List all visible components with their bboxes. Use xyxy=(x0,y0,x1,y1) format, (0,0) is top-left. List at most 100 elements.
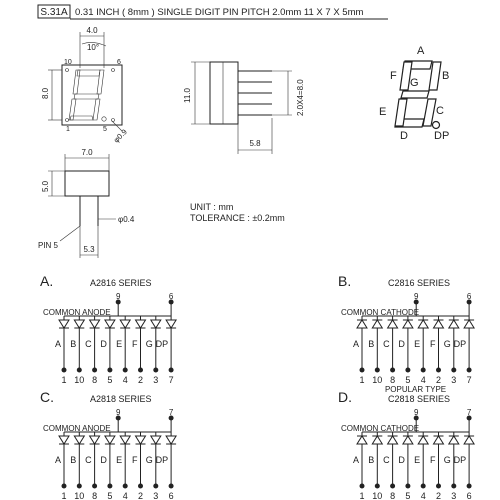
circuit-segment-label: DP xyxy=(454,339,467,349)
diode-terminal xyxy=(451,483,457,489)
circuit-common-terminal xyxy=(413,415,419,421)
front-dim-width: 4.0 xyxy=(86,26,98,35)
seg-label-dp: DP xyxy=(434,130,449,142)
circuit-segment-label: F xyxy=(132,455,138,465)
segment-c xyxy=(422,98,437,127)
circuit-segment-label: C xyxy=(383,455,390,465)
seg-label-b: B xyxy=(442,70,449,82)
circuit-pin-number: 3 xyxy=(153,375,158,385)
circuit-common-label: COMMON CATHODE xyxy=(341,308,419,317)
seg-label-c: C xyxy=(436,105,444,117)
diode-terminal xyxy=(451,367,457,373)
front-view-body xyxy=(61,64,123,126)
circuit-pin-number: 8 xyxy=(92,491,97,500)
circuit-pin-number: 3 xyxy=(153,491,158,500)
diode-terminal xyxy=(122,483,128,489)
circuit-common-pin: 9 xyxy=(414,408,419,417)
circuit-dp-terminal xyxy=(168,299,174,305)
circuit-pin-number: 6 xyxy=(169,491,174,500)
circuit-segment-label: E xyxy=(116,455,122,465)
circuit-segment-label: A xyxy=(353,455,359,465)
circuit-segment-label: G xyxy=(444,455,451,465)
circuit-series: C2818 SERIES xyxy=(388,394,450,404)
circuit-segment-label: E xyxy=(116,339,122,349)
seg-label-e: E xyxy=(379,106,386,118)
circuit-pin-number: 4 xyxy=(123,491,128,500)
circuit-pin-number: 3 xyxy=(451,375,456,385)
circuit-pin-number: 5 xyxy=(405,491,410,500)
circuit-pin-number: 5 xyxy=(107,491,112,500)
led-diode xyxy=(417,319,430,329)
circuit-segment-label: G xyxy=(444,339,451,349)
circuit-common-terminal xyxy=(413,299,419,305)
side-view-body xyxy=(209,61,239,125)
circuit-pin-number: 2 xyxy=(138,491,143,500)
led-diode xyxy=(103,319,116,329)
circuit-pin-number: 8 xyxy=(92,375,97,385)
led-diode xyxy=(356,319,368,329)
seg-label-a: A xyxy=(417,45,425,57)
front-pin-1: 1 xyxy=(66,126,70,133)
seg-label-f: F xyxy=(390,70,397,82)
diode-terminal xyxy=(61,483,67,489)
circuit-pin-number: 1 xyxy=(359,491,364,500)
diode-terminal xyxy=(466,483,472,489)
circuit-dp-pin: 6 xyxy=(467,292,472,301)
diode-terminal xyxy=(374,367,380,373)
segment-e xyxy=(394,98,408,127)
diode-terminal xyxy=(168,483,174,489)
diode-terminal xyxy=(405,483,411,489)
front-view-digit xyxy=(65,68,115,122)
diode-terminal xyxy=(420,367,426,373)
unit-note: UNIT : mm xyxy=(190,202,233,212)
tolerance-note: TOLERANCE : ±0.2mm xyxy=(190,213,285,223)
side-dim-height: 11.0 xyxy=(183,87,192,103)
circuit-pin-number: 1 xyxy=(61,375,66,385)
circuit-segment-label: DP xyxy=(156,455,169,465)
circuit-segment-label: F xyxy=(430,455,436,465)
header: S.31A 0.31 INCH ( 8mm ) SINGLE DIGIT PIN… xyxy=(37,4,388,20)
led-diode xyxy=(401,435,414,445)
circuit-segment-label: D xyxy=(100,455,107,465)
circuit-pin-number: 4 xyxy=(123,375,128,385)
led-diode xyxy=(134,319,147,329)
led-diode xyxy=(88,319,101,329)
circuit-segment-label: D xyxy=(100,339,107,349)
circuit-dp-terminal xyxy=(168,415,174,421)
segment-diagram: A B C D E F G DP xyxy=(379,45,449,142)
diode-terminal xyxy=(61,367,67,373)
circuit-segment-label: C xyxy=(85,339,92,349)
circuit-dp-pin: 7 xyxy=(169,408,174,417)
circuit-segment-label: E xyxy=(414,455,420,465)
bottom-dim-offset: 5.3 xyxy=(83,245,95,254)
circuit-popular-type: POPULAR TYPE xyxy=(385,385,446,394)
bottom-pin-label: PIN 5 xyxy=(38,241,59,250)
led-diode xyxy=(386,319,399,329)
diode-terminal xyxy=(466,367,472,373)
circuit-pin-number: 10 xyxy=(74,491,84,500)
circuit-segment-label: E xyxy=(414,339,420,349)
bottom-dim-depth: 5.0 xyxy=(41,180,50,192)
circuit-pin-number: 1 xyxy=(359,375,364,385)
led-diode xyxy=(149,435,162,445)
seg-label-g: G xyxy=(410,77,419,89)
diode-terminal xyxy=(138,367,143,373)
diode-terminal xyxy=(107,483,113,489)
circuit-series: A2816 SERIES xyxy=(90,278,152,288)
part-number-box xyxy=(37,4,71,19)
side-view: 11.0 2.0X4=8.0 5.8 xyxy=(183,61,305,154)
circuit-series: C2816 SERIES xyxy=(388,278,450,288)
circuit-pin-number: 10 xyxy=(372,375,382,385)
front-pin-5: 5 xyxy=(103,126,107,133)
circuit-letter: B. xyxy=(338,273,351,289)
front-dim-angle: 10° xyxy=(87,43,99,52)
part-number: S.31A xyxy=(40,7,68,18)
led-diode xyxy=(463,319,476,329)
led-diode xyxy=(432,319,445,329)
circuit-segment-label: C xyxy=(85,455,92,465)
circuit-pin-number: 10 xyxy=(372,491,382,500)
circuit-pin-number: 6 xyxy=(467,491,472,500)
